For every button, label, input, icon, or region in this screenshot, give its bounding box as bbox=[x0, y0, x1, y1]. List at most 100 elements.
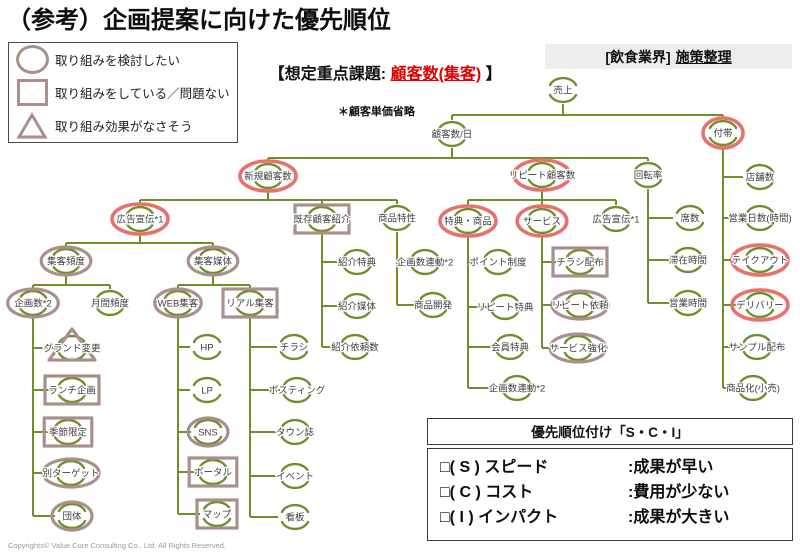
svg-text:紹介媒体: 紹介媒体 bbox=[338, 301, 377, 313]
tree-node-web: WEB集客 bbox=[153, 287, 203, 319]
svg-text:デリバリー: デリバリー bbox=[736, 300, 784, 312]
priority-row-cost: □( C ) コスト :費用が少ない bbox=[440, 483, 730, 501]
legend-label: 取り組みをしている／問題ない bbox=[55, 87, 230, 101]
square-icon bbox=[9, 79, 55, 106]
svg-text:営業時間: 営業時間 bbox=[669, 298, 707, 310]
svg-text:会員特典: 会員特典 bbox=[491, 342, 530, 354]
svg-text:商品特性: 商品特性 bbox=[378, 213, 417, 225]
priority-box-title: 優先順位付け「S・C・I」 bbox=[427, 418, 793, 445]
industry-bracket: [飲食業界] bbox=[605, 48, 671, 65]
svg-text:季節限定: 季節限定 bbox=[49, 427, 88, 439]
tree-node-delivery: デリバリー bbox=[730, 288, 790, 322]
tree-node-takeout: テイクアウト bbox=[730, 243, 790, 277]
page-title: （参考）企画提案に向けた優先順位 bbox=[7, 7, 391, 34]
svg-text:ポータル: ポータル bbox=[194, 468, 233, 479]
tree-node-service_kyoka: サービス強化 bbox=[548, 332, 608, 364]
tree-node-taizai: 滞在時間 bbox=[668, 246, 708, 274]
tree-node-shouhin_tokusei: 商品特性 bbox=[377, 204, 418, 232]
svg-text:マップ: マップ bbox=[203, 510, 232, 521]
tree-node-kaiten: 回転率 bbox=[632, 161, 664, 189]
svg-text:ポスティング: ポスティング bbox=[269, 385, 326, 397]
svg-text:企画数*2: 企画数*2 bbox=[14, 298, 51, 310]
tree-node-kikaku_rendo_l: 企画数連動*2 bbox=[396, 248, 454, 276]
svg-text:商品開発: 商品開発 bbox=[414, 300, 453, 312]
svg-text:チラシ: チラシ bbox=[280, 343, 308, 354]
svg-text:営業日数(時間): 営業日数(時間) bbox=[728, 213, 791, 225]
tree-node-shukyaku_baitai: 集客媒体 bbox=[186, 245, 240, 277]
tree-node-real: リアル集客 bbox=[221, 287, 279, 319]
tree-node-repeat_tokuten: リピート特典 bbox=[475, 293, 535, 321]
industry-tag: [飲食業界] 施策整理 bbox=[545, 44, 792, 69]
priority-box-body: □( S ) スピード :成果が早い □( C ) コスト :費用が少ない □(… bbox=[427, 448, 793, 542]
tree-node-sample: サンプル配布 bbox=[727, 333, 787, 361]
svg-text:ポイント制度: ポイント制度 bbox=[469, 257, 527, 269]
tree-node-eigyo_nissu: 営業日数(時間) bbox=[727, 204, 793, 232]
tree-node-tokuten_shouhin: 特典・商品 bbox=[438, 204, 498, 238]
svg-text:広告宣伝*1: 広告宣伝*1 bbox=[117, 214, 164, 226]
tree-node-shokai_tokuten: 紹介特典 bbox=[337, 248, 378, 276]
tree-node-dantai: 団体 bbox=[50, 500, 94, 532]
svg-text:商品化(小売): 商品化(小売) bbox=[726, 383, 780, 395]
svg-text:集客媒体: 集客媒体 bbox=[194, 256, 233, 268]
tree-node-kizon: 既存顧客紹介 bbox=[292, 203, 352, 235]
svg-text:滞在時間: 滞在時間 bbox=[669, 255, 707, 267]
svg-text:リピート顧客数: リピート顧客数 bbox=[509, 170, 576, 182]
tree-node-koukoku_l: 広告宣伝*1 bbox=[110, 202, 170, 236]
svg-text:グランド変更: グランド変更 bbox=[43, 343, 101, 355]
svg-text:新規顧客数: 新規顧客数 bbox=[244, 171, 292, 183]
svg-text:看板: 看板 bbox=[285, 512, 305, 524]
tree-node-shouhinka: 商品化(小売) bbox=[725, 374, 781, 402]
tree-node-eigyo_jikan: 営業時間 bbox=[668, 289, 708, 317]
svg-text:広告宣伝*1: 広告宣伝*1 bbox=[593, 214, 640, 226]
svg-text:企画数連動*2: 企画数連動*2 bbox=[489, 383, 545, 395]
tree-node-event: イベント bbox=[275, 462, 315, 490]
tree-node-posting: ポスティング bbox=[268, 376, 327, 404]
tree-node-service: サービス bbox=[515, 204, 569, 238]
svg-text:席数: 席数 bbox=[680, 213, 700, 225]
svg-text:サービス強化: サービス強化 bbox=[549, 343, 607, 355]
svg-text:既存顧客紹介: 既存顧客紹介 bbox=[293, 214, 351, 226]
svg-text:サンプル配布: サンプル配布 bbox=[729, 342, 786, 354]
tree-node-gekkan: 月間頻度 bbox=[90, 289, 131, 317]
tree-node-kikakusu: 企画数*2 bbox=[6, 287, 60, 319]
tree-node-sekisu: 席数 bbox=[675, 204, 705, 232]
triangle-icon bbox=[9, 111, 55, 140]
svg-text:SNS: SNS bbox=[198, 428, 218, 439]
tree-node-shinki: 新規顧客数 bbox=[238, 159, 298, 193]
svg-text:回転率: 回転率 bbox=[634, 170, 663, 182]
focus-prefix: 【想定重点課題: bbox=[268, 66, 391, 83]
tree-node-kisetsu: 季節限定 bbox=[42, 416, 94, 448]
focus-suffix: 】 bbox=[481, 66, 502, 83]
svg-text:HP: HP bbox=[200, 343, 213, 354]
svg-text:リピート特典: リピート特典 bbox=[476, 302, 534, 314]
tree-node-shokai_irai: 紹介依頼数 bbox=[330, 333, 380, 361]
tree-node-portal: ポータル bbox=[187, 456, 239, 488]
svg-text:紹介依頼数: 紹介依頼数 bbox=[331, 342, 379, 354]
tree-node-point: ポイント制度 bbox=[468, 248, 528, 276]
tree-node-lunch: ランチ企画 bbox=[43, 374, 101, 406]
industry-label: 施策整理 bbox=[675, 48, 732, 65]
svg-text:ランチ企画: ランチ企画 bbox=[48, 385, 96, 397]
tree-node-futai: 付帯 bbox=[701, 116, 745, 150]
tree-node-tenpo: 店舗数 bbox=[744, 163, 776, 191]
tree-node-lp: LP bbox=[192, 376, 222, 404]
svg-text:企画数連動*2: 企画数連動*2 bbox=[397, 257, 453, 269]
tree-node-repeat: リピート顧客数 bbox=[507, 158, 577, 192]
copyright: Copyrights© Value Core Consulting Co., L… bbox=[8, 541, 226, 550]
tree-node-uriage: 売上 bbox=[548, 76, 578, 104]
tree-node-hp: HP bbox=[192, 333, 222, 361]
svg-text:イベント: イベント bbox=[276, 472, 314, 483]
legend-row-ineffective: 取り組み効果がなさそう bbox=[9, 109, 237, 142]
legend-row-consider: 取り組みを検討したい bbox=[9, 43, 237, 76]
svg-text:売上: 売上 bbox=[553, 85, 573, 97]
tree-node-grand: グランド変更 bbox=[42, 327, 102, 362]
svg-text:チラシ配布: チラシ配布 bbox=[556, 257, 603, 269]
svg-text:紹介特典: 紹介特典 bbox=[338, 257, 377, 269]
svg-text:WEB集客: WEB集客 bbox=[158, 298, 199, 310]
focus-highlight: 顧客数(集客) bbox=[390, 66, 482, 83]
svg-text:タウン誌: タウン誌 bbox=[276, 427, 315, 439]
tree-node-shokai_baitai: 紹介媒体 bbox=[337, 292, 378, 320]
tree-node-kanban: 看板 bbox=[280, 503, 310, 531]
legend-label: 取り組みを検討したい bbox=[55, 54, 181, 68]
